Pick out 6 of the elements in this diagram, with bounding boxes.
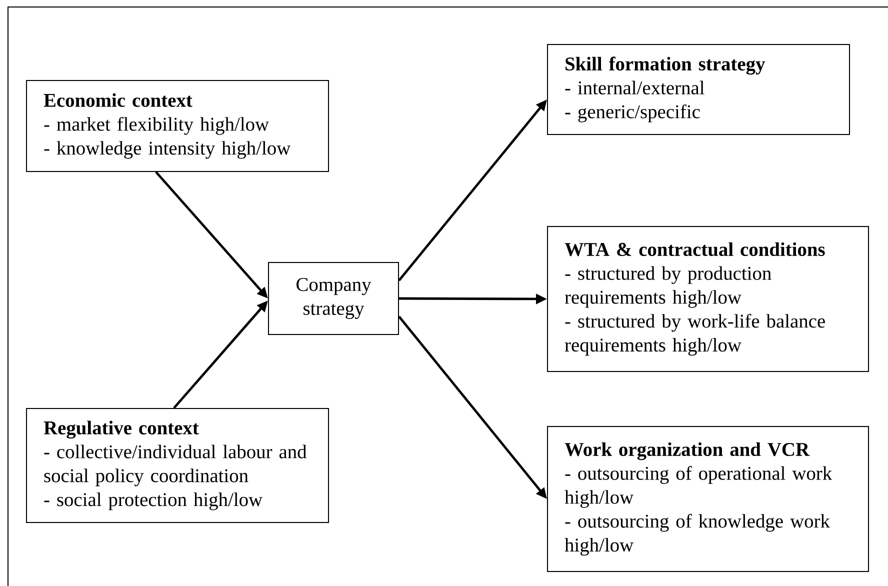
context-box: Skill formation strategy - internal/external - generic/specific: [547, 44, 850, 135]
strategy-box: Company strategy: [268, 262, 399, 335]
context-box: Regulative context - collective/individual labour and social policy coordination - social protection high/low: [26, 408, 329, 523]
context-box: Economic context - market flexibility high/low - knowledge intensity high/low: [26, 80, 329, 172]
context-box: WTA & contractual conditions - structured by production requirements high/low - structured by work-life balance requirements high/low: [547, 226, 869, 372]
context-box: Work organization and VCR - outsourcing of operational work high/low - outsourcing of knowledge work high/low: [547, 426, 869, 572]
